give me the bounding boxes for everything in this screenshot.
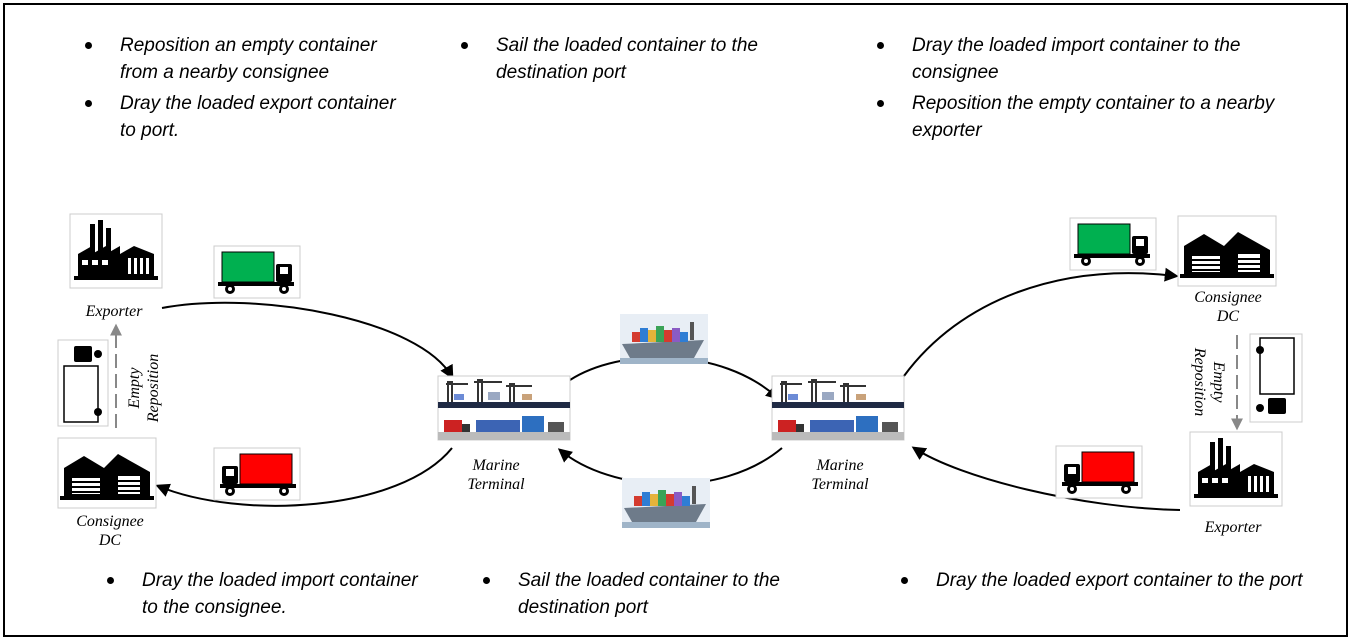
exporter-left-label: Exporter <box>85 303 143 320</box>
consignee-left-label-line1: Consignee <box>76 513 144 530</box>
consignee-left-label-line2: DC <box>98 532 122 549</box>
export-drayage-arrow <box>161 301 454 380</box>
top-center-steps: Sail the loaded container to the destina… <box>440 32 820 90</box>
marine-terminal-right-icon <box>771 375 905 441</box>
truck-loaded-export-right-icon <box>1055 445 1143 499</box>
bottom-right-steps: Dray the loaded export container to the … <box>880 567 1310 598</box>
ship-return-icon <box>622 478 710 528</box>
empty-reposition-left-label: Empty Reposition <box>125 338 165 438</box>
exporter-left-factory-icon <box>69 213 163 289</box>
empty-left-label-line2: Reposition <box>145 353 162 423</box>
step-sail-loaded-return: Sail the loaded container to the destina… <box>462 567 842 621</box>
consignee-right-warehouse-icon <box>1177 215 1277 287</box>
marine-terminal-left-label: Marine Terminal <box>454 456 538 494</box>
exporter-right-factory-icon <box>1189 431 1283 507</box>
step-dray-import: Dray the loaded import container to the … <box>856 32 1276 86</box>
empty-right-label-line2: Reposition <box>1191 347 1208 417</box>
terminal-left-label-line2: Terminal <box>467 476 525 493</box>
truck-loaded-import-left-icon <box>213 447 301 501</box>
terminal-right-label-line2: Terminal <box>811 476 869 493</box>
truck-loaded-import-right-icon <box>1069 217 1157 271</box>
terminal-right-label-line1: Marine <box>816 457 864 474</box>
step-dray-import-consignee: Dray the loaded import container to the … <box>86 567 426 621</box>
consignee-right-label-line1: Consignee <box>1194 289 1262 306</box>
step-dray-export-port: Dray the loaded export container to the … <box>880 567 1310 594</box>
consignee-right-label: Consignee DC <box>1176 288 1280 326</box>
step-reposition-empty: Reposition an empty container from a nea… <box>64 32 404 86</box>
bottom-left-steps: Dray the loaded import container to the … <box>86 567 426 625</box>
truck-empty-left-icon <box>57 339 109 427</box>
marine-terminal-left-icon <box>437 375 571 441</box>
step-dray-export: Dray the loaded export container to port… <box>64 90 404 144</box>
consignee-left-label: Consignee DC <box>60 512 160 550</box>
bottom-center-steps: Sail the loaded container to the destina… <box>462 567 842 625</box>
truck-loaded-export-left-icon <box>213 245 301 299</box>
truck-empty-right-icon <box>1249 333 1303 423</box>
terminal-left-label-line1: Marine <box>472 457 520 474</box>
empty-left-label-line1: Empty <box>126 367 143 409</box>
consignee-right-label-line2: DC <box>1216 308 1240 325</box>
step-sail-loaded: Sail the loaded container to the destina… <box>440 32 820 86</box>
diagram-frame <box>3 3 1348 637</box>
import-delivery-arrow <box>903 267 1179 377</box>
exporter-right-label: Exporter <box>1204 519 1262 536</box>
export-return-arrow <box>911 446 1181 511</box>
marine-terminal-right-label: Marine Terminal <box>798 456 882 494</box>
import-drayage-arrow <box>155 447 453 507</box>
empty-reposition-right-label: Empty Reposition <box>1188 332 1228 432</box>
empty-right-label-line1: Empty <box>1210 361 1227 403</box>
top-right-steps: Dray the loaded import container to the … <box>856 32 1276 148</box>
top-left-steps: Reposition an empty container from a nea… <box>64 32 404 148</box>
consignee-left-warehouse-icon <box>57 437 157 509</box>
step-reposition-to-exporter: Reposition the empty container to a near… <box>856 90 1276 144</box>
ship-outbound-icon <box>620 314 708 364</box>
